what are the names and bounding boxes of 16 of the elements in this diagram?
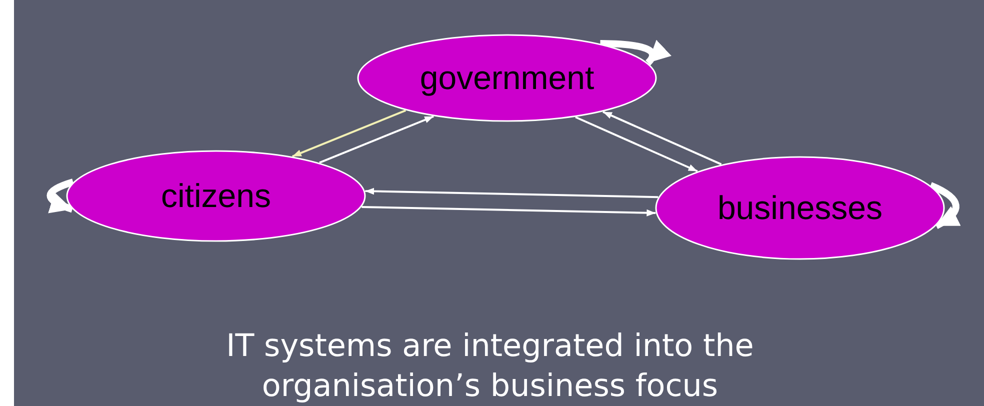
ellipse-node: [357, 34, 657, 122]
node-label: businesses: [717, 189, 883, 227]
node-label: citizens: [160, 177, 272, 215]
caption: IT systems are integrated into the organisation’s business focus: [225, 327, 755, 406]
ellipse-node: [655, 156, 945, 260]
arrow: [362, 206, 656, 216]
arrow: [602, 110, 722, 166]
ellipse-node: [66, 150, 366, 242]
curved-arrow: [929, 182, 961, 229]
arrow: [575, 116, 698, 172]
arrow: [292, 110, 406, 158]
arrow: [365, 188, 658, 198]
curved-arrow: [46, 178, 74, 213]
node-label: government: [420, 59, 594, 97]
curved-arrow: [600, 39, 671, 66]
arrow: [319, 115, 434, 164]
